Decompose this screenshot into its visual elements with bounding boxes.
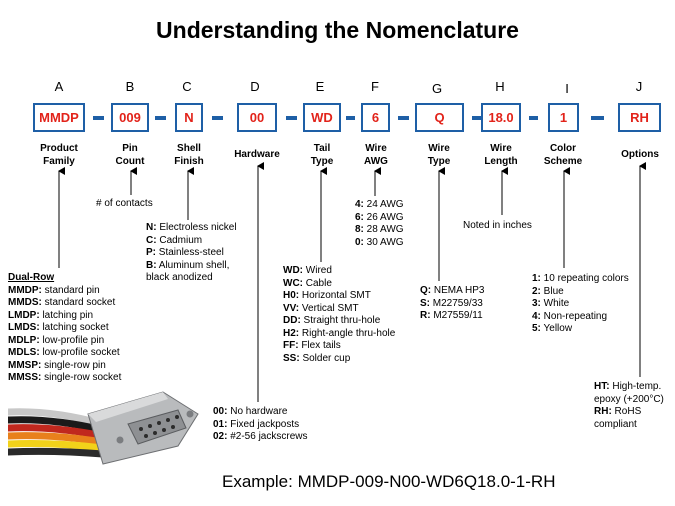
note-line: P: Stainless-steel xyxy=(146,247,224,258)
code-box-hardware: 00 xyxy=(237,103,277,132)
note-line: 1: 10 repeating colors xyxy=(532,273,629,284)
note-line: 4: Non-repeating xyxy=(532,310,608,322)
code-box-product-family: MMDP xyxy=(33,103,85,132)
note-line: N: Electroless nickel xyxy=(146,222,237,233)
note-product-family: Dual-Row MMDP: standard pin MMDS: standa… xyxy=(8,272,121,385)
connector-image xyxy=(8,391,199,465)
note-line: 5: Yellow xyxy=(532,323,573,334)
code-box-options: RH xyxy=(618,103,661,132)
note-line: WC: Cable xyxy=(283,277,332,289)
note-tail-type: WD: Wired WC: Cable H0: Horizontal SMT V… xyxy=(283,265,395,365)
field-letter-a: A xyxy=(54,79,64,94)
note-line: 4: 24 AWG xyxy=(355,199,404,210)
note-line: H0: Horizontal SMT xyxy=(283,290,371,301)
note-line: MMSP: single-row pin xyxy=(8,359,106,371)
note-line: RH: RoHS xyxy=(594,406,642,417)
note-line: VV: Vertical SMT xyxy=(283,302,359,314)
note-wire-type: Q: NEMA HP3 S: M22759/33 R: M27559/11 xyxy=(420,285,484,323)
separator-dash xyxy=(398,116,409,120)
field-letter-e: E xyxy=(315,79,325,94)
note-line: B: Aluminum shell, xyxy=(146,259,230,271)
note-line: 8: 28 AWG xyxy=(355,224,404,235)
separator-dash xyxy=(286,116,297,120)
code-box-shell-finish: N xyxy=(175,103,203,132)
label-tail-type: Tail Type xyxy=(310,143,334,167)
note-line: DD: Straight thru-hole xyxy=(283,315,381,326)
label-pin-count: Pin Count xyxy=(115,143,145,167)
label-product-family: Product Family xyxy=(40,143,78,167)
note-line: epoxy (+200°C) xyxy=(594,393,664,405)
note-line: 6: 26 AWG xyxy=(355,211,404,223)
field-letter-g: G xyxy=(431,81,443,96)
note-line: 0: 30 AWG xyxy=(355,236,404,248)
note-line: MMDS: standard socket xyxy=(8,297,116,308)
separator-dash xyxy=(472,116,483,120)
note-shell-finish: N: Electroless nickel C: Cadmium P: Stai… xyxy=(146,222,237,285)
note-line: SS: Solder cup xyxy=(283,352,351,364)
label-wire-length: Wire Length xyxy=(484,143,518,167)
note-wire-awg: 4: 24 AWG 6: 26 AWG 8: 28 AWG 0: 30 AWG xyxy=(355,199,404,249)
separator-dash xyxy=(346,116,355,120)
label-color-scheme: Color Scheme xyxy=(543,143,583,167)
note-line: C: Cadmium xyxy=(146,234,203,246)
page-title: Understanding the Nomenclature xyxy=(156,17,519,43)
note-line: MDLS: low-profile socket xyxy=(8,347,120,358)
note-pin-count: # of contacts xyxy=(96,198,153,209)
separator-dash xyxy=(529,116,538,120)
separator-dash xyxy=(212,116,223,120)
note-line: S: M22759/33 xyxy=(420,297,483,309)
note-color-scheme: 1: 10 repeating colors 2: Blue 3: White … xyxy=(532,273,629,336)
label-options: Options xyxy=(621,149,659,160)
separator-dash xyxy=(93,116,104,120)
code-box-pin-count: 009 xyxy=(111,103,149,132)
code-box-color-scheme: 1 xyxy=(548,103,579,132)
note-options: HT: High-temp. epoxy (+200°C) RH: RoHS c… xyxy=(594,381,664,431)
code-box-wire-length: 18.0 xyxy=(481,103,521,132)
label-wire-type: Wire Type xyxy=(427,143,451,167)
code-box-wire-awg: 6 xyxy=(361,103,390,132)
note-line: LMDS: latching socket xyxy=(8,322,109,333)
note-heading-dual-row: Dual-Row xyxy=(8,272,55,283)
label-shell-finish: Shell Finish xyxy=(174,143,204,167)
note-hardware: 00: No hardware 01: Fixed jackposts 02: … xyxy=(213,406,307,444)
field-letter-j: J xyxy=(635,79,643,94)
field-letter-h: H xyxy=(495,79,505,94)
note-line: FF: Flex tails xyxy=(283,340,341,351)
separator-dash xyxy=(155,116,166,120)
note-line: 00: No hardware xyxy=(213,406,288,417)
note-line: R: M27559/11 xyxy=(420,310,483,321)
field-letter-c: C xyxy=(182,79,192,94)
note-line: MMDP: standard pin xyxy=(8,284,100,296)
label-wire-awg: Wire AWG xyxy=(364,143,388,167)
separator-dash xyxy=(591,116,604,120)
note-line: HT: High-temp. xyxy=(594,381,662,392)
code-box-wire-type: Q xyxy=(415,103,464,132)
field-letter-b: B xyxy=(125,79,135,94)
code-box-tail-type: WD xyxy=(303,103,341,132)
note-line: MMSS: single-row socket xyxy=(8,372,122,383)
label-hardware: Hardware xyxy=(234,149,280,160)
field-letter-d: D xyxy=(250,79,260,94)
note-line: black anodized xyxy=(146,272,213,283)
note-line: 3: White xyxy=(532,298,570,309)
note-line: 01: Fixed jackposts xyxy=(213,418,300,430)
field-letter-i: I xyxy=(565,81,569,96)
note-line: MDLP: low-profile pin xyxy=(8,334,105,346)
note-line: compliant xyxy=(594,418,637,430)
note-line: LMDP: latching pin xyxy=(8,309,94,321)
note-line: 02: #2-56 jackscrews xyxy=(213,431,308,442)
note-line: Q: NEMA HP3 xyxy=(420,285,485,296)
example-part-number: Example: MMDP-009-N00-WD6Q18.0-1-RH xyxy=(222,472,556,491)
field-letter-f: F xyxy=(371,79,379,94)
note-line: WD: Wired xyxy=(283,265,332,276)
note-line: H2: Right-angle thru-hole xyxy=(283,327,396,339)
note-line: 2: Blue xyxy=(532,285,564,297)
note-wire-length: Noted in inches xyxy=(463,220,532,231)
